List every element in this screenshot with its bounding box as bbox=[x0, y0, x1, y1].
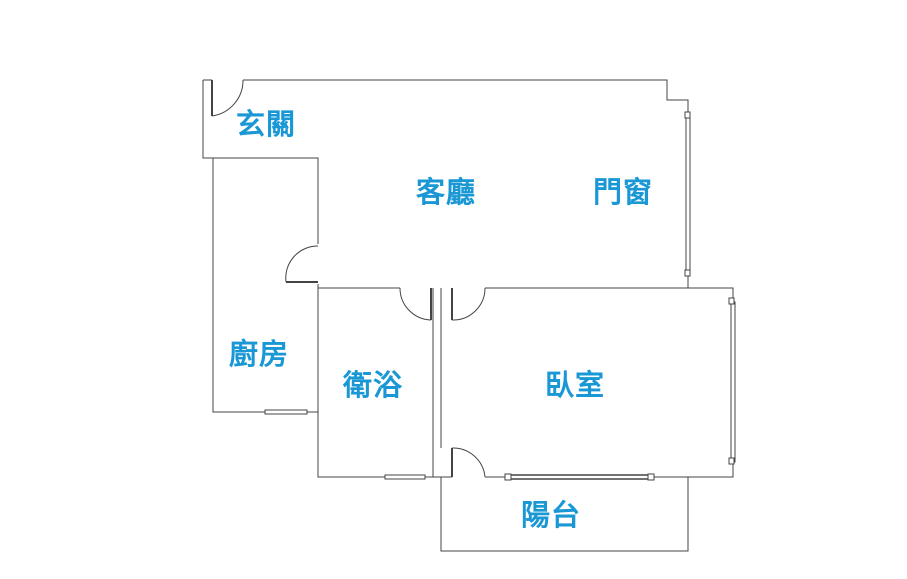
window-frame-f bbox=[647, 473, 655, 481]
room-labels: 玄關 客廳 門窗 廚房 衛浴 臥室 陽台 bbox=[229, 107, 653, 532]
window-frame-d bbox=[728, 457, 735, 465]
door-balcony bbox=[451, 447, 486, 478]
window-kitchen bbox=[264, 409, 308, 415]
window-balcony bbox=[507, 474, 652, 480]
window-frame-b bbox=[684, 269, 691, 277]
door-bedroom bbox=[451, 287, 486, 321]
label-kitchen: 廚房 bbox=[229, 337, 289, 371]
window-bedroom-right bbox=[730, 301, 736, 463]
label-window-door: 門窗 bbox=[593, 175, 653, 209]
door-bath bbox=[399, 287, 432, 321]
label-balcony: 陽台 bbox=[521, 498, 581, 532]
door-kitchen bbox=[285, 245, 319, 283]
window-frame-a bbox=[684, 111, 691, 119]
walls bbox=[202, 79, 734, 552]
label-living-room: 客廳 bbox=[416, 175, 476, 209]
entrance-partition bbox=[213, 157, 319, 244]
label-bathroom: 衛浴 bbox=[342, 368, 403, 402]
window-living-right bbox=[685, 115, 691, 275]
window-frame-e bbox=[504, 473, 512, 481]
windows bbox=[264, 111, 736, 481]
label-bedroom: 臥室 bbox=[545, 368, 605, 402]
window-bath bbox=[384, 474, 426, 480]
bath-bed-wall bbox=[432, 288, 442, 477]
doors bbox=[211, 79, 486, 478]
door-entrance bbox=[211, 79, 244, 117]
window-frame-c bbox=[728, 297, 735, 305]
label-entrance: 玄關 bbox=[236, 107, 296, 141]
